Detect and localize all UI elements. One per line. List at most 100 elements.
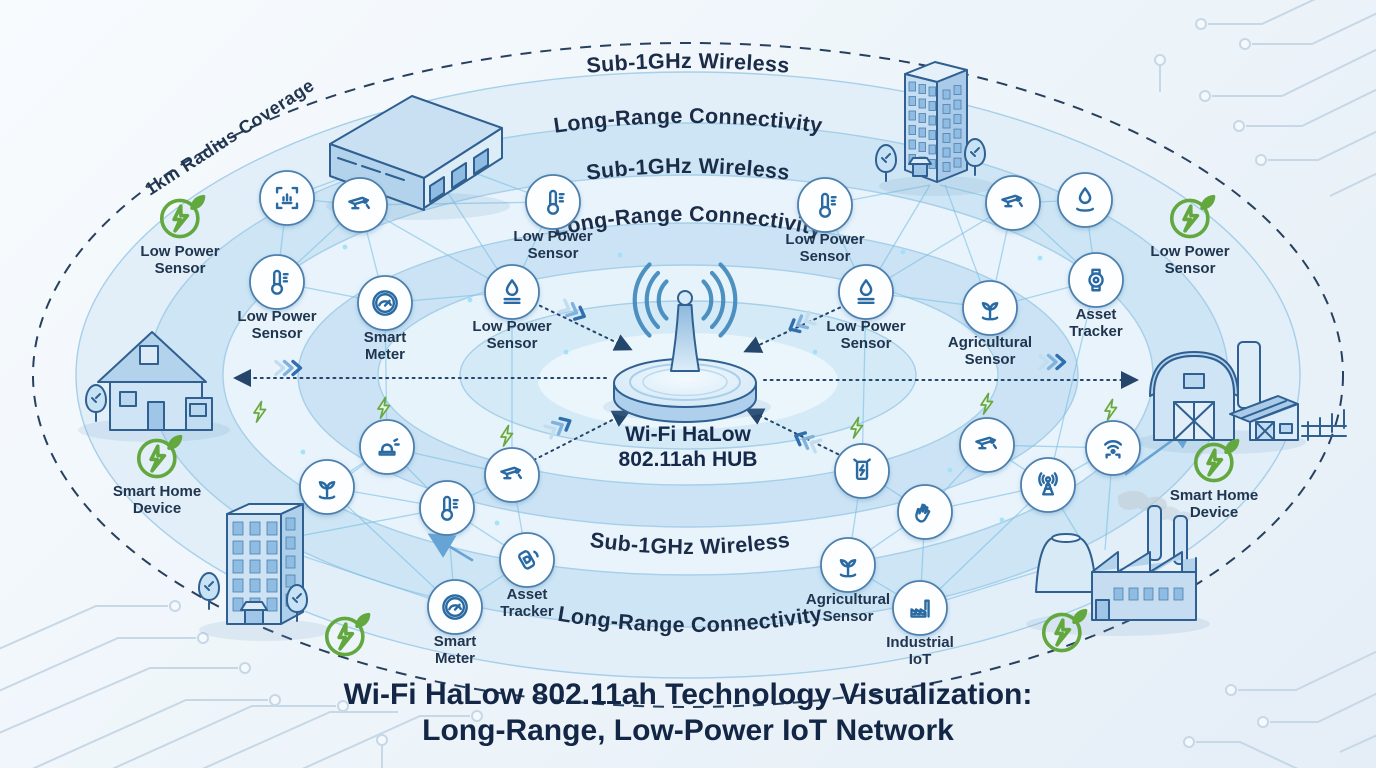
building-window: [942, 133, 951, 143]
barn-illustration: [1136, 341, 1347, 454]
device-node-battery[interactable]: [834, 443, 890, 499]
device-circle[interactable]: [892, 580, 948, 636]
mesh-glow-dot: [999, 517, 1005, 523]
building-window: [249, 540, 261, 555]
device-circle[interactable]: [249, 254, 305, 310]
mesh-link: [359, 201, 554, 206]
building-window: [918, 98, 926, 109]
device-node-rtower[interactable]: [1020, 457, 1076, 513]
device-node-cam2[interactable]: [985, 175, 1041, 231]
device-circle[interactable]: [499, 532, 555, 588]
mesh-glow-dot: [812, 349, 818, 355]
device-circle[interactable]: [959, 417, 1015, 473]
building-window: [285, 574, 296, 588]
building-window: [928, 86, 936, 97]
device-circle[interactable]: [1085, 420, 1141, 476]
antenna-tip: [677, 290, 693, 306]
device-circle[interactable]: [427, 579, 483, 635]
building-window: [1128, 587, 1139, 601]
building-window: [928, 144, 936, 155]
building-window: [908, 139, 916, 150]
device-node-scanner[interactable]: [259, 170, 315, 226]
device-circle[interactable]: [484, 447, 540, 503]
tree-icon: [198, 572, 220, 610]
building-window: [908, 96, 916, 106]
device-node-thermoB[interactable]: [419, 480, 475, 536]
mesh-link: [865, 202, 1014, 293]
building-window: [1173, 587, 1184, 601]
device-node-router[interactable]: [1085, 420, 1141, 476]
building-window: [942, 104, 951, 114]
mesh-glow-dot: [467, 297, 473, 303]
apartment-building-illustration: [199, 503, 331, 641]
device-circle[interactable]: [838, 264, 894, 320]
device-node-plantB[interactable]: [299, 459, 355, 515]
building-window: [953, 85, 962, 95]
diagram-title-line1: Wi-Fi HaLow 802.11ah Technology Visualiz…: [344, 678, 1033, 711]
device-node-cam1[interactable]: [332, 177, 388, 233]
device-node-cam3[interactable]: [484, 447, 540, 503]
circuit-traces-top-right: [1154, 0, 1376, 197]
device-circle[interactable]: [359, 419, 415, 475]
building-window: [266, 559, 278, 574]
building-window: [1158, 587, 1169, 601]
building-window: [953, 128, 962, 139]
device-circle[interactable]: [985, 175, 1041, 231]
device-node-siren[interactable]: [359, 419, 415, 475]
building-window: [285, 517, 296, 531]
building-window: [232, 559, 244, 574]
building-window: [1113, 587, 1124, 601]
device-circle[interactable]: [419, 480, 475, 536]
mesh-glow-dot: [300, 449, 306, 455]
device-node-drop2[interactable]: [1057, 172, 1113, 228]
hub-label-line1: Wi-Fi HaLow: [625, 423, 751, 446]
building-window: [918, 113, 926, 123]
device-node-hand[interactable]: [897, 484, 953, 540]
device-circle[interactable]: [357, 275, 413, 331]
building-window: [942, 147, 951, 158]
mesh-link: [861, 291, 867, 472]
wifi-halow-hub[interactable]: [603, 262, 771, 423]
building-window: [942, 162, 951, 172]
mesh-glow-dot: [494, 520, 500, 526]
building-window: [908, 110, 916, 121]
device-circle[interactable]: [332, 177, 388, 233]
device-circle[interactable]: [1057, 172, 1113, 228]
mesh-link: [326, 486, 456, 608]
mesh-link: [1047, 279, 1097, 486]
device-circle[interactable]: [1068, 252, 1124, 308]
building-window: [928, 115, 936, 126]
building-window: [953, 157, 962, 168]
device-circle[interactable]: [797, 177, 853, 233]
device-circle[interactable]: [525, 174, 581, 230]
device-circle[interactable]: [484, 264, 540, 320]
building-window: [249, 559, 261, 574]
building-window: [266, 540, 278, 555]
mesh-glow-dot: [900, 249, 906, 255]
building-window: [266, 597, 278, 612]
mesh-glow-dot: [947, 467, 953, 473]
device-node-cam4[interactable]: [959, 417, 1015, 473]
building-window: [953, 99, 962, 110]
circuit-traces-bottom-right: [1183, 650, 1376, 768]
building-window: [908, 81, 916, 92]
flow-arrow-2: [527, 299, 633, 351]
